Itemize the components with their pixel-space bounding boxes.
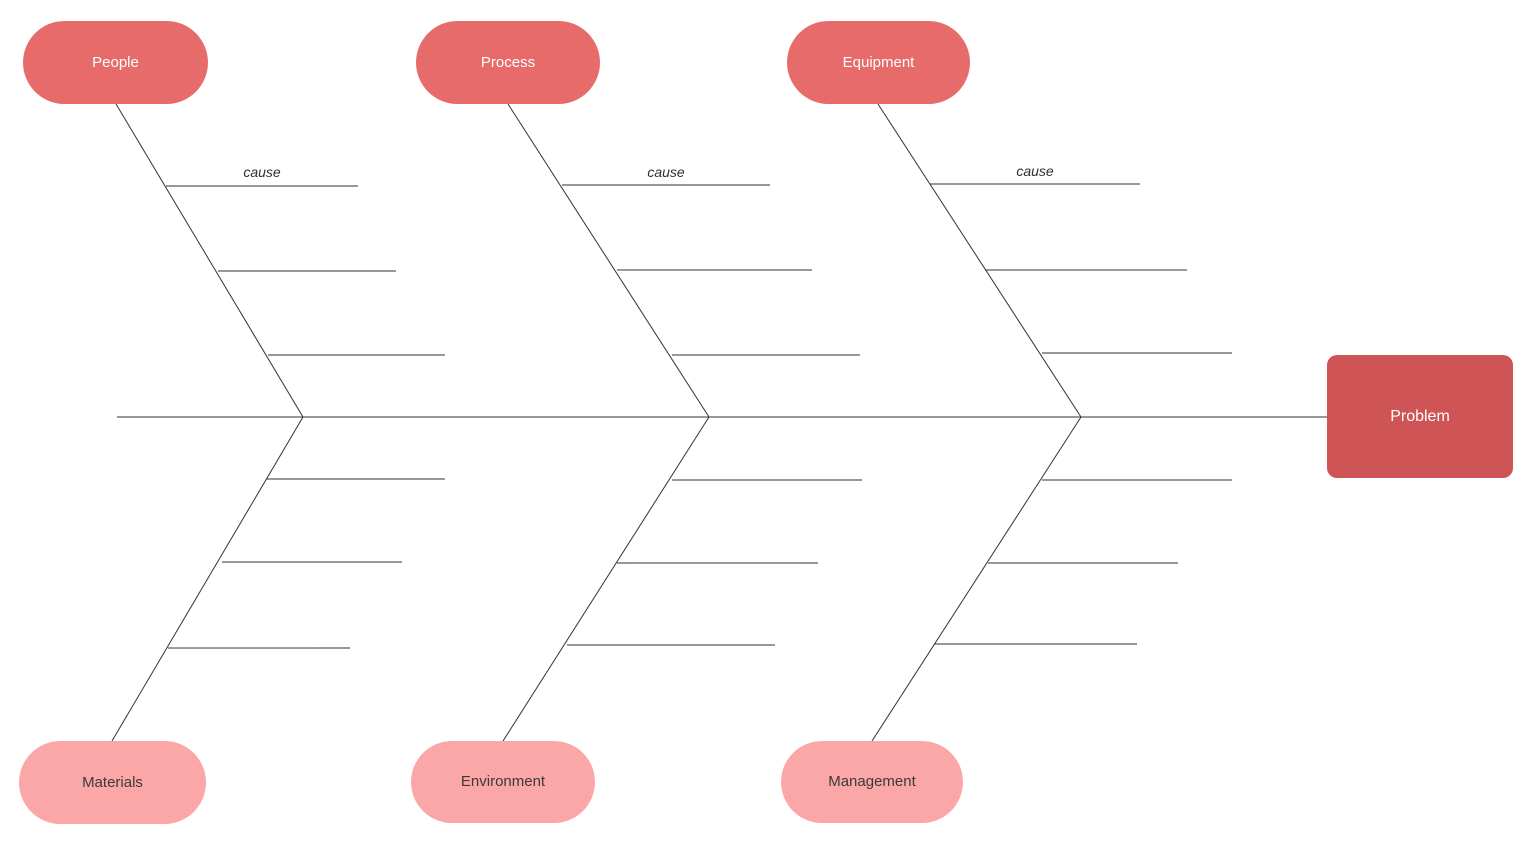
category-node-materials[interactable]: Materials <box>19 741 206 824</box>
category-node-process[interactable]: Process <box>416 21 600 104</box>
category-label-process: Process <box>480 53 536 71</box>
people-bone <box>115 103 304 418</box>
cause-label-equipment: cause <box>1016 163 1054 179</box>
cause-label-process: cause <box>647 164 685 180</box>
category-label-people: People <box>92 53 139 71</box>
environment-bone <box>502 416 710 742</box>
category-label-equipment: Equipment <box>842 53 915 71</box>
process-bone <box>507 103 710 418</box>
problem-node[interactable]: Problem <box>1327 355 1513 478</box>
cause-label-people: cause <box>243 164 281 180</box>
management-bone <box>871 416 1082 742</box>
equipment-bone <box>877 103 1082 418</box>
category-label-environment: Environment <box>460 773 546 790</box>
category-node-management[interactable]: Management <box>781 741 963 823</box>
category-node-environment[interactable]: Environment <box>411 741 595 823</box>
category-node-people[interactable]: People <box>23 21 208 104</box>
category-label-materials: Materials <box>82 773 143 791</box>
problem-label: Problem <box>1390 407 1450 425</box>
materials-bone <box>111 416 304 742</box>
category-node-equipment[interactable]: Equipment <box>787 21 970 104</box>
category-label-management: Management <box>828 773 916 790</box>
